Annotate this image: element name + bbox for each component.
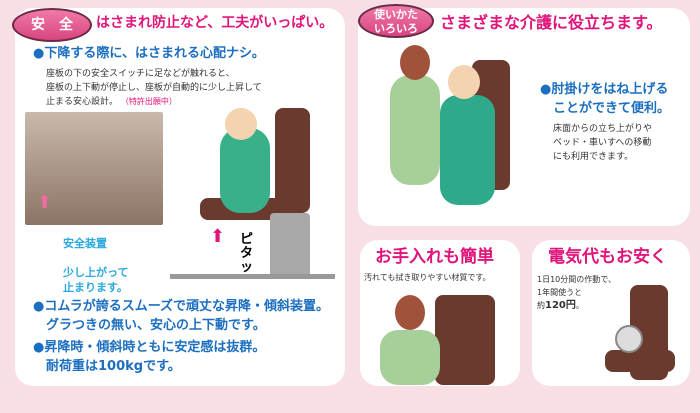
safety-device-label: 安全装置 — [63, 237, 107, 250]
caregiver-illustration — [380, 45, 530, 215]
power-title: 電気代もお安く — [548, 247, 667, 267]
usage-badge: 使いかたいろいろ — [358, 4, 434, 38]
care-title: お手入れも簡単 — [375, 247, 494, 267]
sfx-text: ピタッ — [240, 232, 254, 275]
price: 約120円。 — [537, 300, 584, 311]
cleaning-illustration — [380, 290, 510, 385]
coin-icon — [615, 325, 643, 353]
desc-line: 座板の上下動が停止し、座板が自動的に少し上昇して — [46, 83, 262, 93]
arrow-up-icon: ⬆ — [37, 192, 53, 213]
safety-title: はさまれ防止など、工夫がいっぱい。 — [96, 15, 334, 31]
lift-label: 少し上がって止まります。 — [63, 266, 129, 294]
chair-mascot-illustration — [605, 285, 685, 385]
desc-line: 座板の下の安全スイッチに足などが触れると、 — [46, 69, 235, 79]
safety-point-2: ●コムラが誇るスムーズで頑丈な昇降・傾斜装置。グラつきの無い、安心の上下動です。 — [33, 299, 330, 333]
safety-point-3: ●昇降時・傾斜時ともに安定感は抜群。耐荷重は100kgです。 — [33, 340, 266, 374]
usage-point: ●肘掛けをはね上げることができて便利。 — [540, 82, 671, 116]
usage-desc: 床面からの立ち上がりやベッド・車いすへの移動にも利用できます。 — [553, 124, 653, 162]
desc-line: 止まる安心設計。 （特許出願中） — [46, 97, 177, 107]
patent-note: （特許出願中） — [120, 97, 177, 106]
safety-device-photo: ⬆ — [25, 112, 163, 225]
chair-illustration: ⬆ ピタッ — [170, 108, 340, 290]
safety-desc: 座板の下の安全スイッチに足などが触れると、 座板の上下動が停止し、座板が自動的に… — [46, 67, 262, 109]
care-desc: 汚れても拭き取りやすい材質です。 — [364, 273, 491, 282]
safety-point-1: ●下降する際に、はさまれる心配ナシ。 — [33, 46, 265, 61]
safety-badge: 安 全 — [12, 8, 92, 42]
arrow-up-icon: ⬆ — [210, 226, 226, 247]
usage-title: さまざまな介護に役立ちます。 — [440, 13, 663, 32]
power-desc: 1日10分間の作動で、1年間使うと 約120円。 — [537, 275, 616, 311]
